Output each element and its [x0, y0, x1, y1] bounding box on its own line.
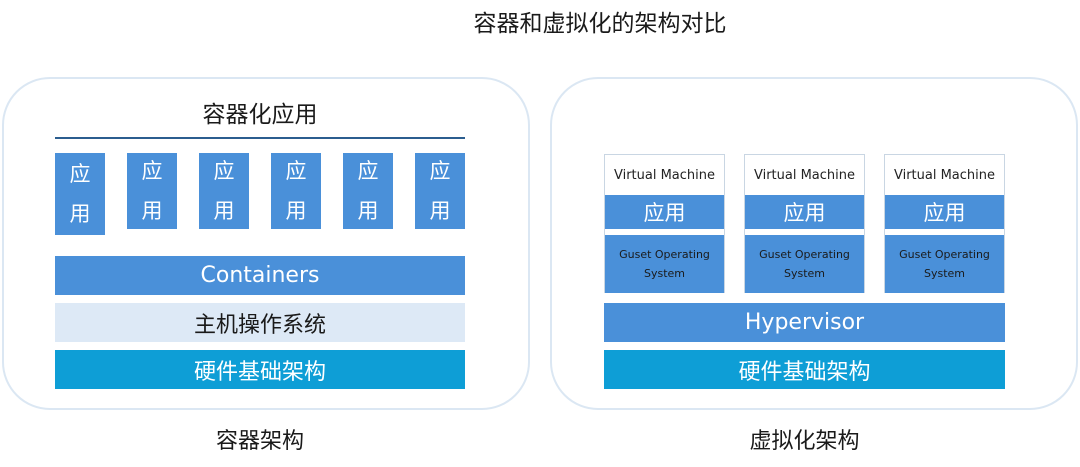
app-char-2: 用	[213, 199, 235, 223]
app-char-2: 用	[429, 199, 451, 223]
diagram-title: 容器和虚拟化的架构对比	[473, 11, 727, 37]
hardware-layer: 硬件基础架构	[604, 350, 1005, 389]
container-app-3: 应 用	[199, 153, 249, 229]
app-char-1: 应	[285, 159, 307, 183]
guest-os-line-2: System	[923, 267, 966, 280]
virtual-machine-3: Virtual Machine 应用 Guset Operating Syste…	[884, 154, 1005, 293]
hypervisor-layer: Hypervisor	[604, 303, 1005, 342]
container-app-6: 应 用	[415, 153, 465, 229]
app-char-1: 应	[429, 159, 451, 183]
virtual-machine-2: Virtual Machine 应用 Guset Operating Syste…	[744, 154, 865, 293]
app-char-2: 用	[357, 199, 379, 223]
virtualization-architecture-caption: 虚拟化架构	[749, 429, 860, 454]
host-os-layer: 主机操作系统	[55, 303, 465, 342]
guest-os-layer: Guset Operating System	[605, 235, 724, 293]
guest-os-layer: Guset Operating System	[885, 235, 1004, 293]
containerized-apps-heading: 容器化应用	[202, 102, 318, 128]
virtual-machine-1: Virtual Machine 应用 Guset Operating Syste…	[604, 154, 725, 293]
guest-os-line-1: Guset Operating	[899, 248, 990, 261]
app-char-1: 应	[69, 162, 91, 186]
containers-layer: Containers	[55, 256, 465, 295]
guest-os-layer: Guset Operating System	[745, 235, 864, 293]
containerized-apps-divider	[55, 137, 465, 139]
app-char-2: 用	[285, 199, 307, 223]
vm-app-layer: 应用	[605, 195, 724, 229]
container-app-2: 应 用	[127, 153, 177, 229]
app-char-1: 应	[357, 159, 379, 183]
container-app-1: 应 用	[55, 153, 105, 235]
app-char-2: 用	[69, 202, 91, 226]
app-char-2: 用	[141, 199, 163, 223]
guest-os-line-2: System	[643, 267, 686, 280]
container-app-5: 应 用	[343, 153, 393, 229]
guest-os-line-1: Guset Operating	[759, 248, 850, 261]
guest-os-line-2: System	[783, 267, 826, 280]
vm-app-layer: 应用	[745, 195, 864, 229]
app-char-1: 应	[213, 159, 235, 183]
vm-name-label: Virtual Machine	[753, 167, 856, 183]
container-app-4: 应 用	[271, 153, 321, 229]
vm-app-layer: 应用	[885, 195, 1004, 229]
container-architecture-caption: 容器架构	[215, 429, 304, 454]
vm-name-label: Virtual Machine	[893, 167, 996, 183]
vm-name-label: Virtual Machine	[613, 167, 716, 183]
guest-os-line-1: Guset Operating	[619, 248, 710, 261]
hardware-layer: 硬件基础架构	[55, 350, 465, 389]
app-char-1: 应	[141, 159, 163, 183]
